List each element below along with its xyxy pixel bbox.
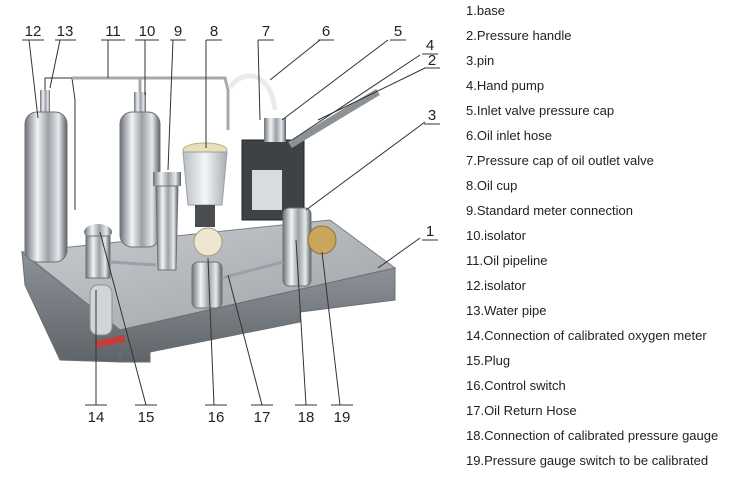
callout-4: 4 — [426, 37, 434, 54]
callout-8: 8 — [210, 23, 218, 40]
standard-meter-connection — [153, 172, 181, 271]
callout-5: 5 — [394, 23, 402, 40]
callout-1: 1 — [426, 223, 434, 240]
callout-6: 6 — [322, 23, 330, 40]
callout-13: 13 — [57, 23, 74, 40]
oil-cup — [182, 142, 228, 227]
left-isolator — [24, 90, 68, 263]
legend-item: 16.Control switch — [466, 378, 566, 393]
callout-14: 14 — [88, 409, 105, 426]
callout-18: 18 — [298, 409, 315, 426]
callout-16: 16 — [208, 409, 225, 426]
apparatus-diagram: 12 13 11 10 9 8 7 6 5 4 2 3 1 14 15 16 1… — [20, 23, 440, 426]
callout-17: 17 — [254, 409, 271, 426]
middle-isolator — [119, 92, 161, 248]
legend-item: 5.Inlet valve pressure cap — [466, 103, 615, 118]
oil-inlet-hose — [227, 73, 278, 111]
legend-item: 15.Plug — [466, 353, 511, 368]
legend-item: 14.Connection of calibrated oxygen meter — [466, 328, 707, 343]
legend-item: 6.Oil inlet hose — [466, 128, 552, 143]
callout-12: 12 — [25, 23, 42, 40]
legend-item: 1.base — [466, 3, 506, 18]
legend-item: 8.Oil cup — [466, 178, 518, 193]
calibrated-gauge-connection — [282, 207, 312, 287]
legend-item: 2.Pressure handle — [466, 28, 572, 43]
leader-lines — [28, 39, 426, 406]
callout-19: 19 — [334, 409, 351, 426]
oil-return-hose — [109, 260, 284, 280]
legend-item: 9.Standard meter connection — [466, 203, 633, 218]
legend-item: 3.pin — [466, 53, 495, 68]
pressure-handle — [288, 89, 380, 148]
hand-pump — [241, 89, 380, 221]
callout-11: 11 — [105, 23, 121, 40]
callout-10: 10 — [139, 23, 156, 40]
legend-item: 10.isolator — [466, 228, 526, 243]
legend-item: 13.Water pipe — [466, 303, 547, 318]
callout-numbers: 12 13 11 10 9 8 7 6 5 4 2 3 1 14 15 16 1… — [25, 23, 437, 426]
callout-underlines — [22, 39, 440, 406]
legend-item: 12.isolator — [466, 278, 526, 293]
legend-item: 11.Oil pipeline — [466, 253, 548, 268]
callout-7: 7 — [262, 23, 270, 40]
callout-9: 9 — [174, 23, 182, 40]
oil-pipeline — [44, 76, 230, 210]
gauge-switch-knob — [307, 225, 337, 255]
legend-item: 4.Hand pump — [466, 78, 545, 93]
legend-item: 19.Pressure gauge switch to be calibrate… — [466, 453, 709, 468]
callout-3: 3 — [428, 107, 436, 124]
legend-item: 18.Connection of calibrated pressure gau… — [466, 428, 719, 443]
callout-2: 2 — [428, 52, 436, 69]
legend-item: 17.Oil Return Hose — [466, 403, 577, 418]
parts-legend: 1.base 2.Pressure handle 3.pin 4.Hand pu… — [466, 2, 746, 477]
callout-15: 15 — [138, 409, 155, 426]
control-switch — [191, 227, 223, 309]
legend-item: 7.Pressure cap of oil outlet valve — [466, 153, 654, 168]
